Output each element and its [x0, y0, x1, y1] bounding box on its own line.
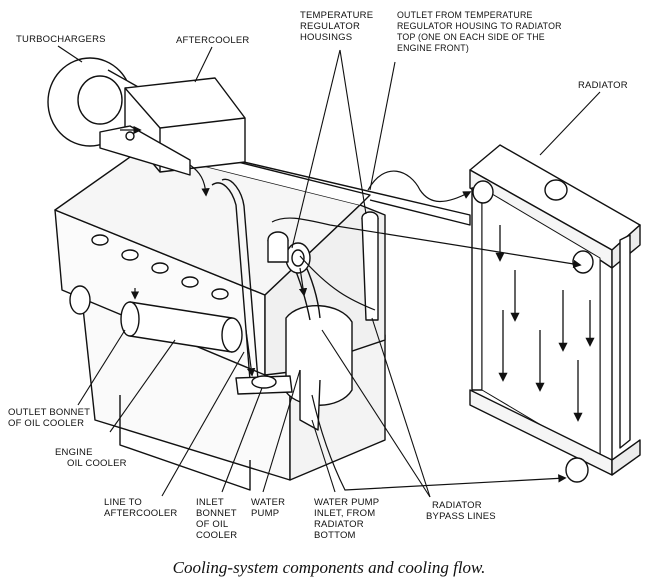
figure-caption: Cooling-system components and cooling fl…: [172, 558, 486, 577]
line-to-aftercooler-pipe: [211, 178, 259, 381]
label-water-pump: WATER PUMP: [251, 497, 286, 519]
leader-lines: [57, 45, 601, 498]
label-outlet-bonnet-oil-cooler: OUTLET BONNET OF OIL COOLER: [8, 407, 91, 429]
temperature-regulator-housings: [267, 211, 379, 321]
aftercooler-box: [99, 77, 246, 176]
label-aftercooler: AFTERCOOLER: [176, 35, 250, 46]
water-pump: [285, 242, 353, 431]
oil-cooler-cylinder: [120, 301, 243, 353]
radiator-flow-arrows: [495, 225, 595, 422]
label-radiator: RADIATOR: [578, 80, 628, 91]
label-turbochargers: TURBOCHARGERS: [16, 34, 106, 45]
cooling-system-drawing: [47, 45, 641, 498]
inlet-bonnet: [235, 375, 293, 395]
label-engine-oil-cooler: ENGINE OIL COOLER: [55, 447, 127, 469]
label-water-pump-inlet: WATER PUMP INLET, FROM RADIATOR BOTTOM: [314, 497, 380, 541]
label-radiator-bypass-lines: RADIATOR BYPASS LINES: [426, 500, 496, 522]
coolant-flow-lines: [120, 125, 582, 491]
label-outlet-temperature-regulator: OUTLET FROM TEMPERATURE REGULATOR HOUSIN…: [397, 10, 562, 53]
radiator: [469, 144, 641, 483]
label-line-to-aftercooler: LINE TO AFTERCOOLER: [104, 497, 178, 519]
label-temperature-regulator-housings: TEMPERATURE REGULATOR HOUSINGS: [300, 10, 374, 43]
label-inlet-bonnet-oil-cooler: INLET BONNET OF OIL COOLER: [196, 497, 238, 541]
